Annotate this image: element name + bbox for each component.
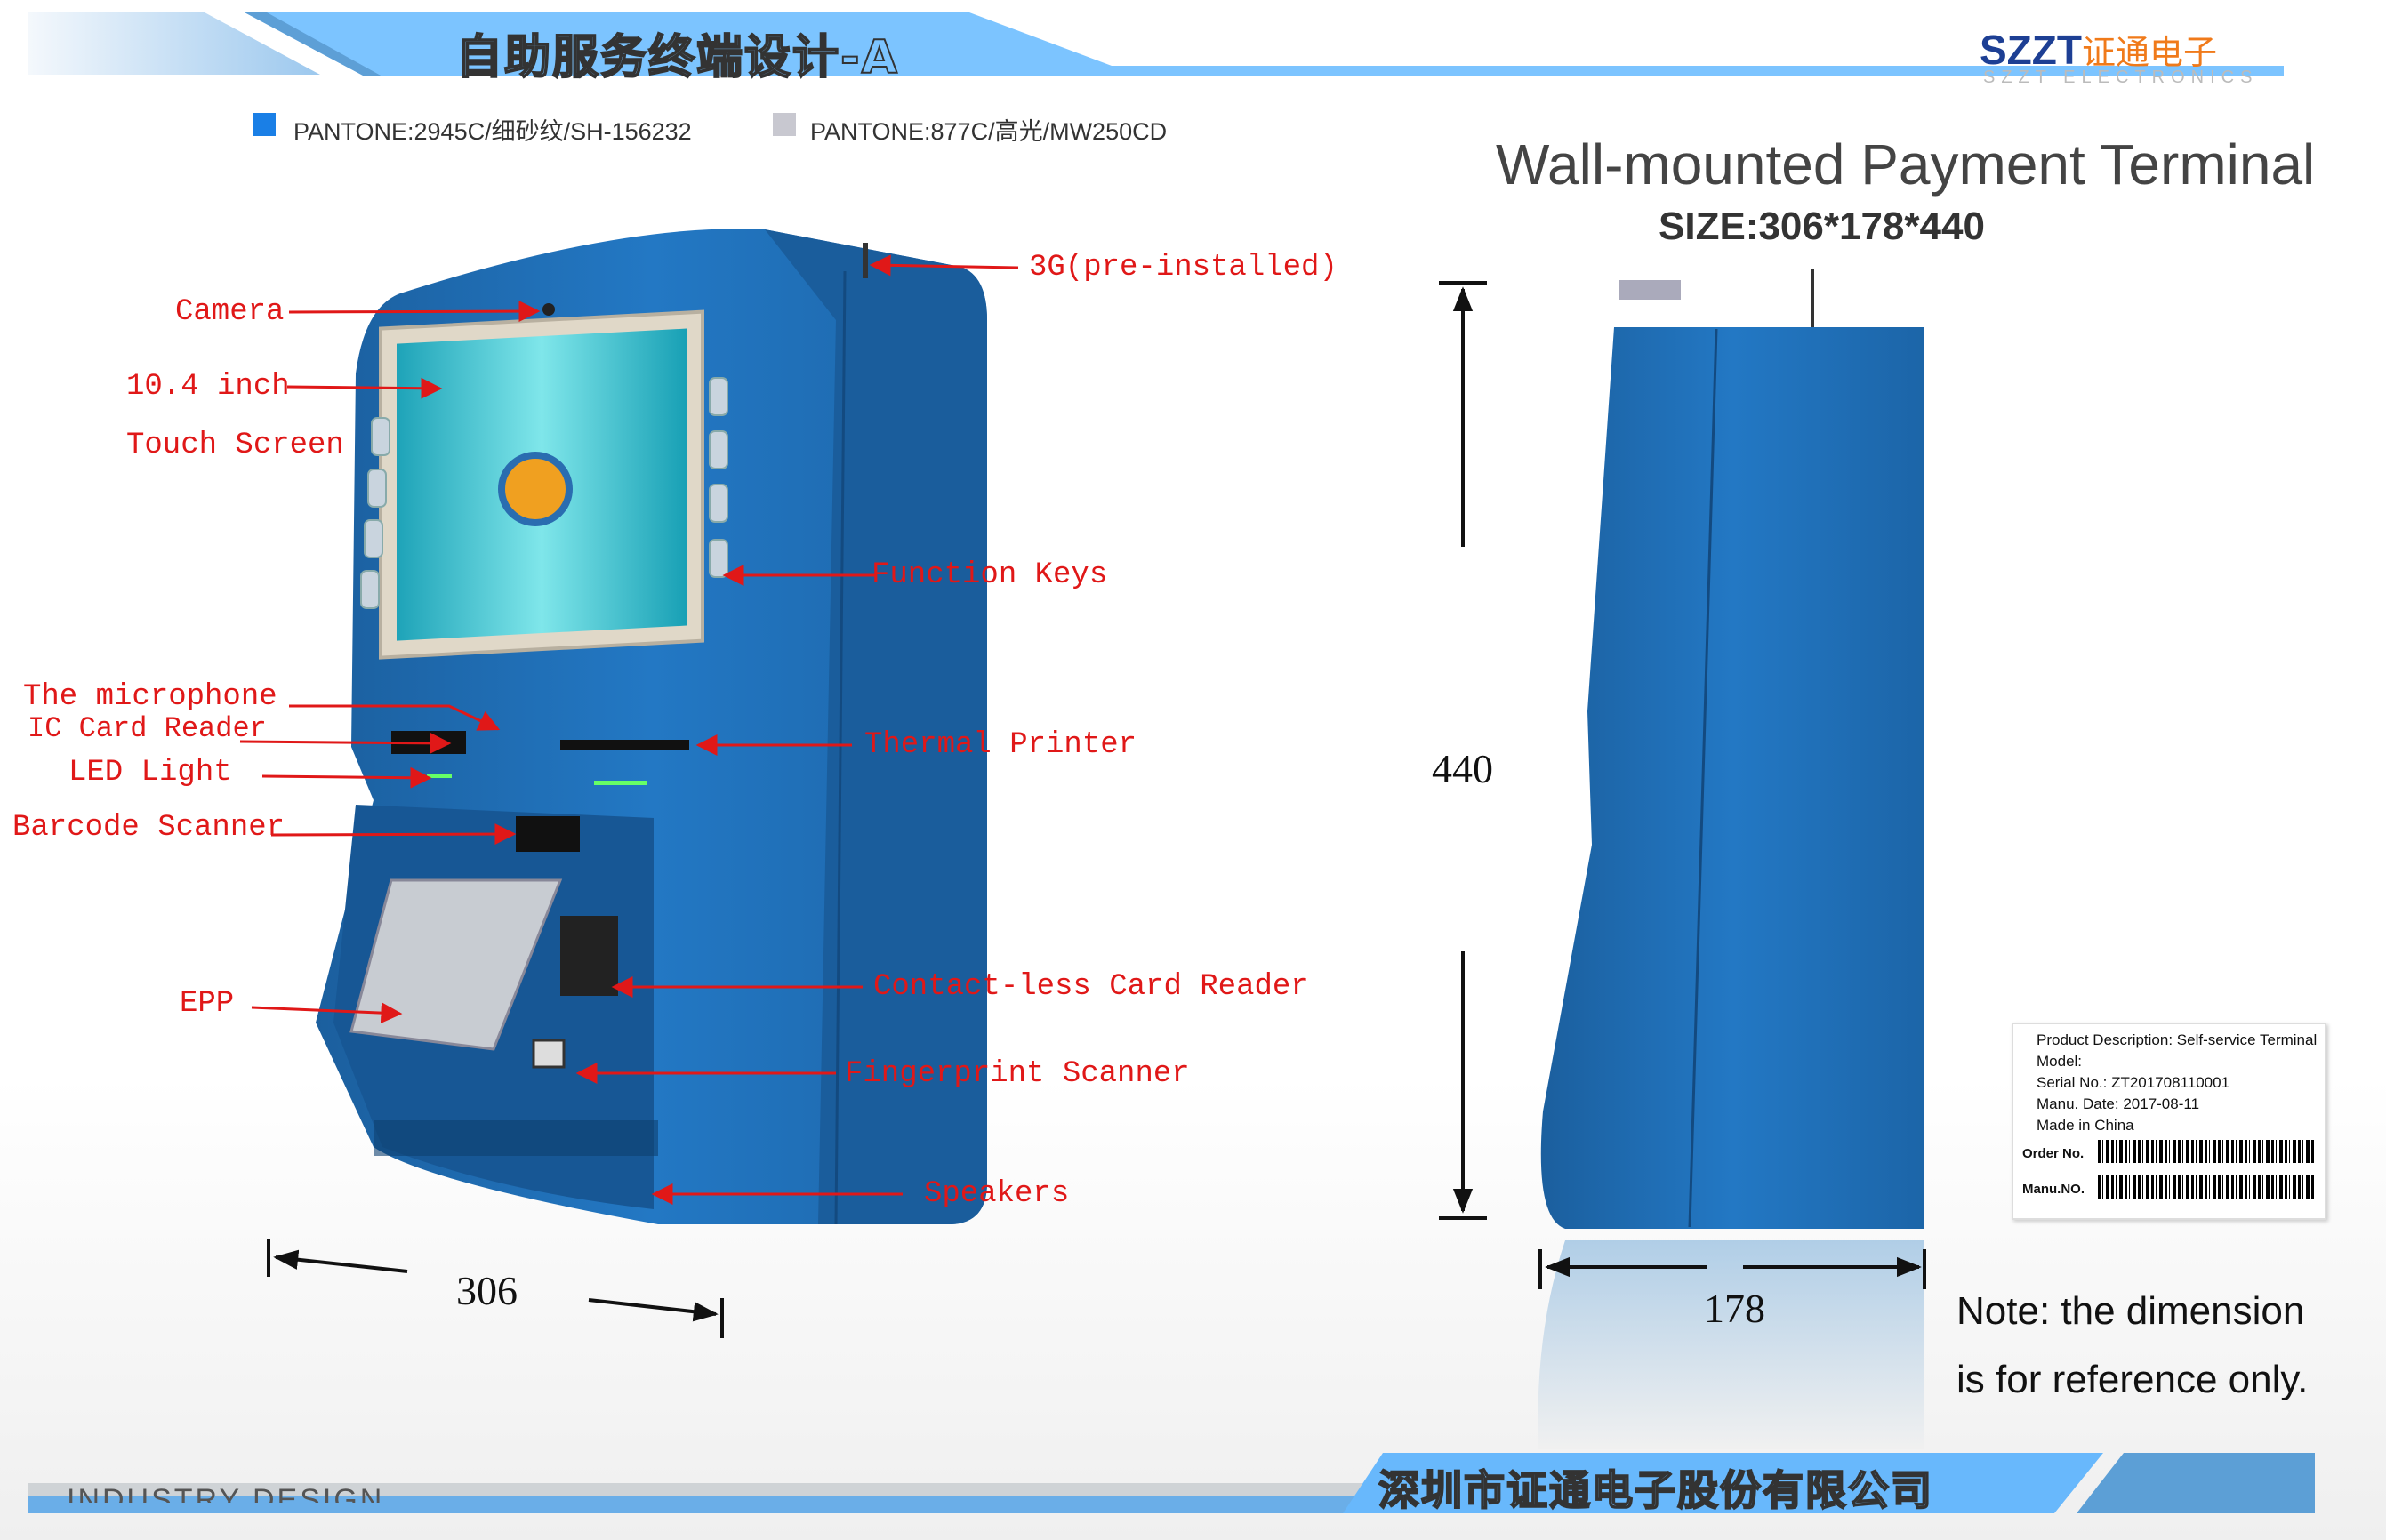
dimension-width: 306 xyxy=(456,1268,518,1313)
footer-band xyxy=(28,1453,2315,1513)
callout-arrows xyxy=(239,254,1019,1205)
callout-camera: Camera xyxy=(175,295,285,329)
tag-order-label: Order No. xyxy=(2022,1146,2085,1161)
callout-touch-screen: Touch Screen xyxy=(126,429,344,462)
callout-barcode-scanner: Barcode Scanner xyxy=(12,811,285,845)
tag-manu-label: Manu.NO. xyxy=(2022,1182,2085,1197)
footer-company: 深圳市证通电子股份有限公司 xyxy=(1378,1465,1933,1515)
product-size: SIZE:306*178*440 xyxy=(1659,205,1985,248)
tag-description: Product Description: Self-service Termin… xyxy=(2037,1031,2318,1048)
header-band xyxy=(28,12,2284,76)
product-title: Wall-mounted Payment Terminal xyxy=(1496,132,2316,197)
product-label: Product Description: Self-service Termin… xyxy=(2012,1023,2326,1220)
callout-function-keys: Function Keys xyxy=(872,558,1108,592)
manu-barcode xyxy=(2098,1175,2316,1199)
tag-origin: Made in China xyxy=(2037,1117,2134,1134)
brand-logo-text: 证通电子 xyxy=(2081,35,2217,72)
brand-subtitle: SZZT ELECTRONICS xyxy=(1983,68,2259,87)
header-title: 自助服务终端设计-A xyxy=(455,30,899,85)
side-view-illustration xyxy=(1538,269,1924,1449)
pantone-label-blue: PANTONE:2945C/细砂纹/SH-156232 xyxy=(293,118,692,145)
front-kiosk-illustration xyxy=(316,229,987,1225)
footer-industry-design: INDUSTRY DESIGN xyxy=(67,1483,385,1503)
callout-contactless-reader: Contact-less Card Reader xyxy=(873,970,1309,1004)
callout-epp: EPP xyxy=(180,987,235,1021)
tag-serial: Serial No.: ZT201708110001 xyxy=(2037,1074,2230,1091)
pantone-label-grey: PANTONE:877C/高光/MW250CD xyxy=(810,118,1168,145)
tag-model: Model: xyxy=(2037,1053,2083,1070)
callout-screen-size: 10.4 inch xyxy=(126,370,290,404)
callout-3g: 3G(pre-installed) xyxy=(1029,251,1338,285)
callout-ic-card-reader: IC Card Reader xyxy=(28,712,267,745)
pantone-swatch-grey xyxy=(773,113,796,136)
callout-led-light: LED Light xyxy=(68,756,232,790)
callout-thermal-printer: Thermal Printer xyxy=(864,728,1137,762)
callout-fingerprint-scanner: Fingerprint Scanner xyxy=(845,1057,1190,1091)
note-line-2: is for reference only. xyxy=(1956,1358,2309,1401)
dimension-depth: 178 xyxy=(1704,1286,1765,1331)
callout-microphone: The microphone xyxy=(23,680,277,714)
dimension-height: 440 xyxy=(1432,746,1493,791)
brand-logo: SZZT证通电子 xyxy=(1980,27,2217,73)
dimension-lines xyxy=(267,281,1926,1338)
callout-speakers: Speakers xyxy=(924,1177,1070,1211)
note-line-1: Note: the dimension xyxy=(1956,1289,2305,1333)
tag-date: Manu. Date: 2017-08-11 xyxy=(2037,1095,2200,1112)
pantone-swatch-blue xyxy=(253,113,276,136)
order-barcode xyxy=(2098,1140,2316,1163)
